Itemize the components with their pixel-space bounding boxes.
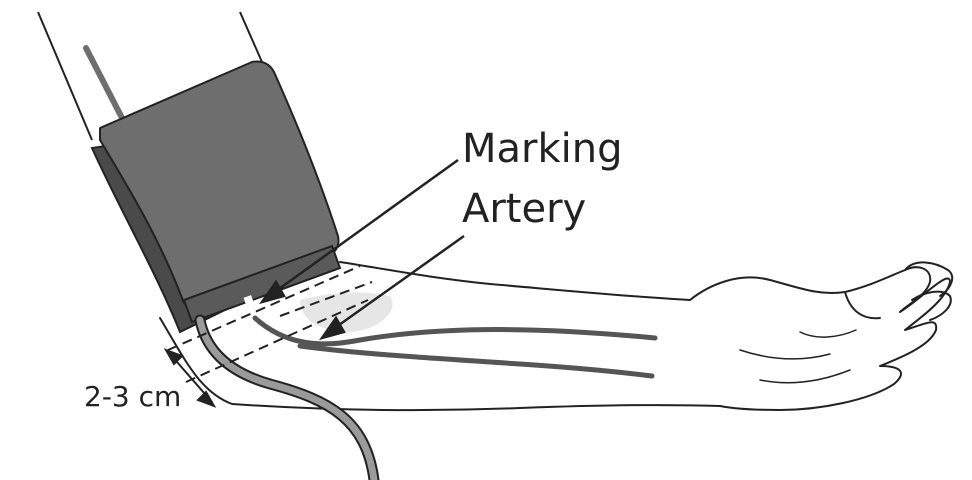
dash-line-2 (185, 299, 369, 383)
palm-crease-1 (739, 349, 831, 360)
finger-2 (911, 290, 952, 321)
upper-arm-left-edge (37, 11, 93, 141)
artery-label: Artery (462, 186, 586, 232)
distance-label: 2-3 cm (84, 380, 181, 413)
marking-leader-arrowhead (258, 279, 286, 305)
upper-arm-right-edge (239, 11, 263, 63)
forearm (159, 261, 954, 412)
thumb (844, 291, 881, 320)
dash-line-1 (167, 265, 361, 351)
artery-lower (297, 343, 655, 379)
distance-arrowhead-bottom (196, 390, 217, 408)
artery-leader-arrowhead (318, 315, 346, 341)
leader-lines (258, 158, 465, 341)
forearm-lower-edge (159, 317, 721, 412)
tube-inner (196, 316, 378, 480)
cuff-band (182, 244, 342, 324)
palm-crease-2 (759, 369, 851, 384)
marking-leader-line (271, 158, 459, 296)
forearm-shade (300, 292, 393, 332)
finger-1 (904, 261, 954, 297)
artery-lines (252, 315, 658, 379)
palm-crease-3 (799, 329, 857, 338)
forearm-upper-edge (339, 261, 691, 301)
distance-arrow (163, 348, 217, 408)
upper-arm (37, 11, 263, 141)
measurement-dashes (167, 265, 373, 383)
artery-upper (252, 315, 658, 347)
hand-outline (689, 266, 951, 411)
marking-arrow-icon (241, 295, 261, 314)
dash-line-3 (279, 281, 373, 317)
artery-leader-line (331, 234, 465, 332)
marking-label: Marking (462, 126, 623, 172)
distance-arrowhead-top (163, 348, 184, 366)
upper-strap (83, 45, 125, 121)
